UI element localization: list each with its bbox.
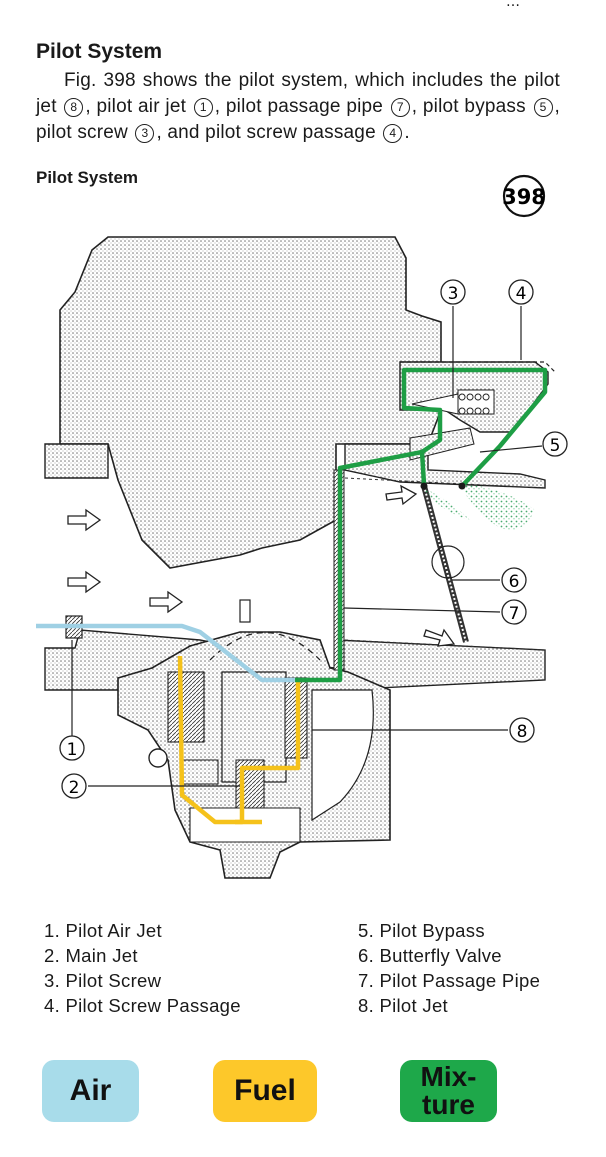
svg-text:6: 6	[509, 572, 520, 592]
legend-right: 5. Pilot Bypass 6. Butterfly Valve 7. Pi…	[358, 918, 540, 1018]
figure-number: 398	[502, 185, 546, 209]
section-heading: Pilot System	[36, 40, 163, 63]
svg-text:2: 2	[69, 778, 80, 798]
callout-inline-3: 3	[135, 124, 155, 143]
callout-inline-8: 8	[64, 98, 84, 117]
upper-housing	[59, 236, 442, 569]
flow-arrow-icon	[67, 484, 456, 647]
pilot-screw-passage-dashed	[400, 361, 556, 373]
intro-text: , pilot air jet	[85, 96, 192, 117]
carburetor-diagram: 398	[36, 174, 568, 879]
legend-item: 1. Pilot Air Jet	[44, 920, 162, 941]
svg-text:8: 8	[517, 722, 528, 742]
air-path	[36, 623, 295, 683]
needle-valve-stem	[239, 599, 251, 623]
figure-reference: Fig. 398	[64, 70, 136, 91]
legend-item: 6. Butterfly Valve	[358, 945, 502, 966]
color-key-fuel: Fuel	[213, 1060, 317, 1122]
float-chamber-cavity	[311, 689, 374, 822]
intro-text: , pilot screw	[36, 96, 560, 143]
callout-2: 2	[61, 773, 87, 799]
callout-inline-7: 7	[390, 98, 410, 117]
svg-text:5: 5	[550, 436, 561, 456]
intro-text: , pilot passage pipe	[214, 96, 389, 117]
callout-inline-4: 4	[383, 124, 403, 143]
callout-7: 7	[501, 599, 527, 625]
callout-1: 1	[59, 735, 85, 761]
figure-number-badge: 398	[502, 174, 546, 218]
svg-text:1: 1	[67, 740, 78, 760]
legend-item: 3. Pilot Screw	[44, 970, 162, 991]
svg-text:7: 7	[509, 604, 520, 624]
legend-left: 1. Pilot Air Jet 2. Main Jet 3. Pilot Sc…	[44, 918, 241, 1018]
callout-3: 3	[440, 279, 466, 305]
legend-item: 5. Pilot Bypass	[358, 920, 485, 941]
color-key-air: Air	[42, 1060, 139, 1122]
mixture-spray	[458, 482, 535, 530]
color-key-fuel-label: Fuel	[234, 1074, 296, 1107]
pilot-screw-spring	[457, 389, 495, 415]
svg-text:3: 3	[448, 284, 459, 304]
intro-text: shows the pilot system, which includes t…	[36, 70, 560, 117]
callout-5: 5	[542, 431, 568, 457]
pilot-air-jet-threads	[167, 671, 205, 743]
legend-item: 2. Main Jet	[44, 945, 138, 966]
callout-8: 8	[509, 717, 535, 743]
pilot-screw-coils	[458, 393, 490, 415]
mixture-path	[419, 451, 427, 485]
butterfly-valve-shaft	[431, 545, 465, 579]
intro-paragraph: Fig. 398 shows the pilot system, which i…	[36, 68, 560, 146]
legend-item: 4. Pilot Screw Passage	[44, 995, 241, 1016]
leader-lines	[71, 306, 543, 787]
intro-text: , pilot bypass	[411, 96, 532, 117]
figure-caption: Pilot System	[36, 168, 139, 187]
intro-text: .	[404, 122, 410, 143]
mixture-path	[295, 367, 548, 683]
mixture-spray	[420, 486, 470, 520]
color-key-mixture-label: Mix- ture	[420, 1061, 477, 1120]
legend-item: 8. Pilot Jet	[358, 995, 448, 1016]
drain-bowl	[189, 807, 301, 843]
callout-6: 6	[501, 567, 527, 593]
callout-inline-1: 1	[193, 98, 213, 117]
page-header-fragment: …	[506, 0, 520, 10]
float-arm	[179, 759, 219, 785]
intro-text: , and pilot screw passage	[156, 122, 382, 143]
callout-inline-5: 5	[533, 98, 553, 117]
legend-item: 7. Pilot Passage Pipe	[358, 970, 541, 991]
callout-4: 4	[508, 279, 534, 305]
svg-text:4: 4	[516, 284, 527, 304]
color-key-air-label: Air	[69, 1074, 112, 1107]
float-pivot	[148, 748, 168, 768]
color-key-mixture: Mix- ture	[400, 1060, 497, 1122]
venturi-top-wall	[44, 443, 109, 479]
